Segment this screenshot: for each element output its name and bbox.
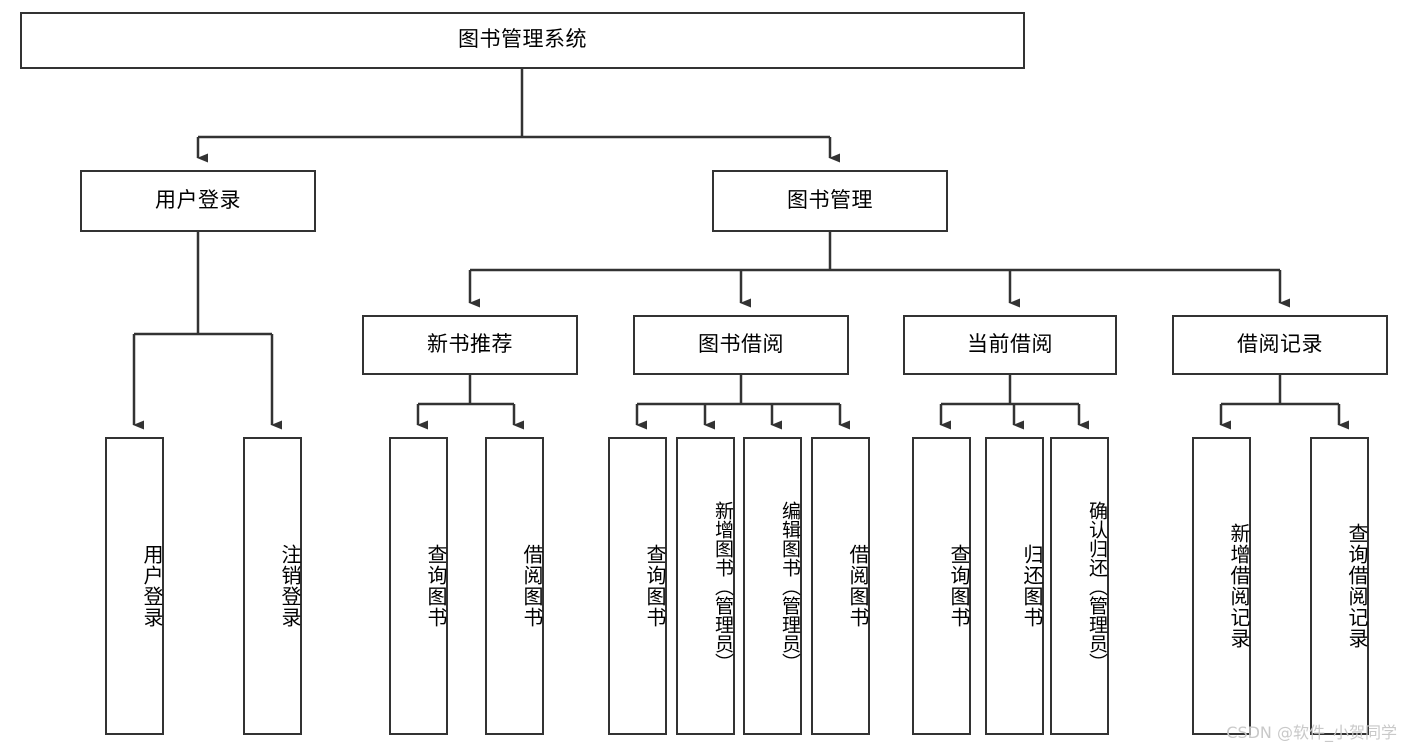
node-level3-2[interactable]: 当前借阅 bbox=[903, 315, 1117, 375]
node-level3-0[interactable]: 新书推荐 bbox=[362, 315, 578, 375]
node-root-system[interactable]: 图书管理系统 bbox=[20, 12, 1025, 69]
node-leaf-8[interactable]: 查询图书 bbox=[912, 437, 971, 735]
node-level2-1[interactable]: 图书管理 bbox=[712, 170, 948, 232]
watermark-text: CSDN @软件_小贺同学 bbox=[1226, 723, 1397, 742]
node-leaf-9[interactable]: 归还图书 bbox=[985, 437, 1044, 735]
node-leaf-10[interactable]: 确认归还（管理员） bbox=[1050, 437, 1109, 735]
node-leaf-12[interactable]: 查询借阅记录 bbox=[1310, 437, 1369, 735]
node-leaf-5[interactable]: 新增图书（管理员） bbox=[676, 437, 735, 735]
node-leaf-2[interactable]: 查询图书 bbox=[389, 437, 448, 735]
node-leaf-4[interactable]: 查询图书 bbox=[608, 437, 667, 735]
node-leaf-6[interactable]: 编辑图书（管理员） bbox=[743, 437, 802, 735]
node-level3-3[interactable]: 借阅记录 bbox=[1172, 315, 1388, 375]
node-leaf-11[interactable]: 新增借阅记录 bbox=[1192, 437, 1251, 735]
node-leaf-7[interactable]: 借阅图书 bbox=[811, 437, 870, 735]
node-level3-1[interactable]: 图书借阅 bbox=[633, 315, 849, 375]
node-leaf-0[interactable]: 用户登录 bbox=[105, 437, 164, 735]
node-leaf-1[interactable]: 注销登录 bbox=[243, 437, 302, 735]
node-leaf-3[interactable]: 借阅图书 bbox=[485, 437, 544, 735]
node-level2-0[interactable]: 用户登录 bbox=[80, 170, 316, 232]
